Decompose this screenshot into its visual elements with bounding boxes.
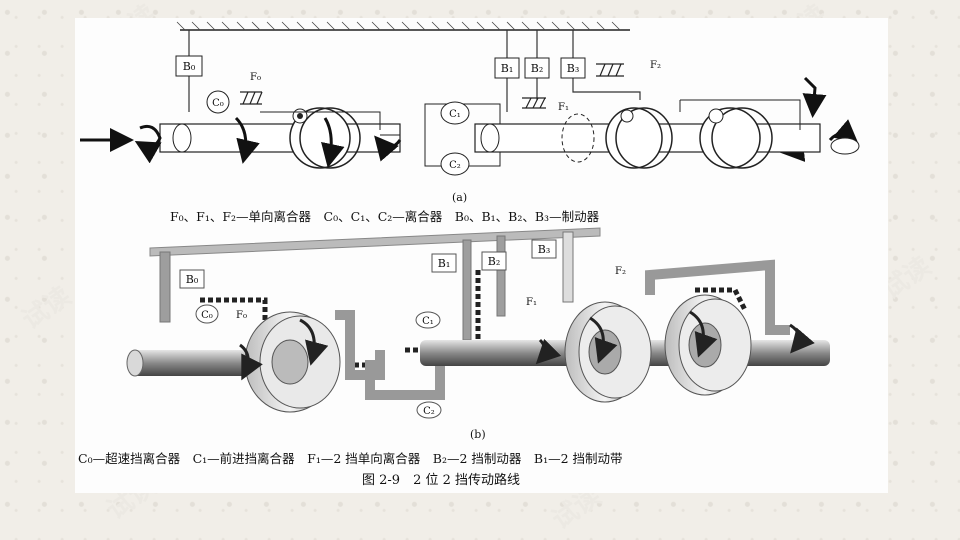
brake-b0-label: B₀ — [183, 60, 196, 73]
oneway-f0-label: F₀ — [250, 72, 261, 83]
clutch-c2-label: C₂ — [423, 406, 435, 417]
planetary-gear-set-front — [244, 311, 341, 413]
diagram-a-label: (a) — [452, 191, 467, 204]
oneway-f2-symbol — [596, 63, 624, 77]
clutch-c1-symbol — [415, 311, 441, 329]
clutch-drum-links — [335, 259, 790, 400]
rotation-arrows-a — [134, 76, 859, 168]
brake-b3-box — [560, 57, 586, 79]
brake-b3-label: B₃ — [567, 62, 580, 75]
oneway-f0-symbol — [240, 91, 263, 105]
brake-b2-box — [481, 251, 507, 271]
clutch-c2-symbol — [416, 401, 442, 419]
clutch-c0-symbol — [206, 90, 230, 114]
clutch-c1-label: C₁ — [449, 109, 461, 120]
oneway-f1-label: F₁ — [526, 297, 537, 308]
brake-b0-label: B₀ — [186, 273, 199, 286]
output-shaft — [474, 99, 860, 169]
clutch-c2-label: C₂ — [449, 160, 461, 171]
figure-caption: 图 2-9 2 位 2 挡传动路线 — [362, 473, 521, 488]
oneway-f2-label: F₂ — [650, 60, 661, 71]
rotation-arrows-b — [239, 310, 815, 381]
brake-b3-box — [531, 239, 557, 259]
ground-plate — [149, 227, 601, 257]
oneway-f1-label: F₁ — [558, 102, 569, 113]
diagram-b-label: (b) — [470, 428, 486, 441]
brake-b1-label: B₁ — [438, 257, 451, 270]
brake-b2-label: B₂ — [488, 255, 501, 268]
oneway-f0-label: F₀ — [236, 310, 247, 321]
oneway-f2-label: F₂ — [615, 266, 626, 277]
brake-b3-label: B₃ — [538, 243, 551, 256]
brake-b1-box — [431, 253, 457, 273]
oneway-f1-symbol — [522, 97, 546, 109]
brake-supports — [159, 231, 574, 341]
brake-b0-box — [175, 55, 203, 77]
clutch-c0-symbol — [195, 304, 219, 324]
brake-b0-box — [179, 269, 205, 289]
clutch-c0-label: C₀ — [201, 310, 213, 321]
legend-b: C₀—超速挡离合器 C₁—前进挡离合器 F₁—2 挡单向离合器 B₂—2 挡制动… — [78, 451, 623, 466]
clutch-c0-label: C₀ — [212, 98, 224, 109]
clutch-c1-label: C₁ — [422, 316, 434, 327]
brake-b2-label: B₂ — [531, 62, 544, 75]
input-shaft-end — [126, 349, 144, 377]
ground-hatch — [176, 21, 630, 31]
brake-b1-label: B₁ — [501, 62, 514, 75]
brake-b2-box — [524, 57, 550, 79]
legend-a: F₀、F₁、F₂—单向离合器 C₀、C₁、C₂—离合器 B₀、B₁、B₂、B₃—… — [170, 209, 600, 224]
brake-b1-box — [494, 57, 520, 79]
